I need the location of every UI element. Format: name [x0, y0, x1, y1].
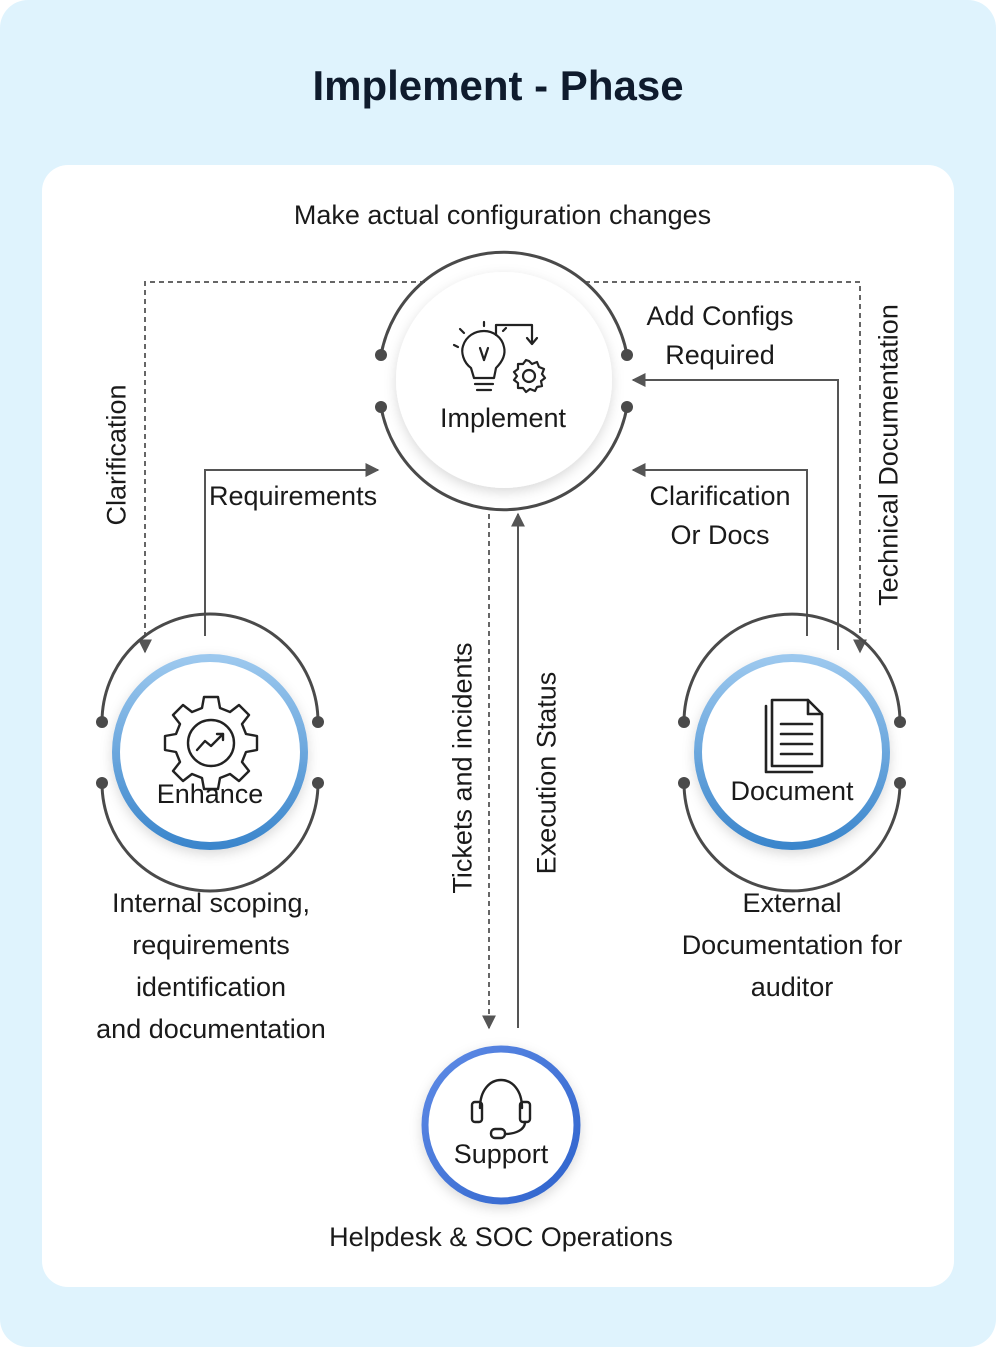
- enhance-label: Enhance: [156, 779, 264, 809]
- technical-documentation-label: Technical Documentation: [873, 304, 904, 606]
- document-description: External Documentation for auditor: [642, 882, 942, 1008]
- enhance-description-line: and documentation: [96, 1014, 326, 1044]
- support-label: Support: [453, 1139, 549, 1169]
- enhance-description: Internal scoping, requirements identific…: [60, 882, 362, 1050]
- tickets-label: Tickets and incidents: [447, 642, 478, 894]
- enhance-description-line: Internal scoping,: [111, 888, 311, 918]
- edge-requirements: [204, 463, 380, 636]
- document-icon: [764, 698, 824, 774]
- edge-clarification: [138, 281, 425, 654]
- add-configs-line-2: Required: [665, 340, 775, 371]
- enhance-description-line: identification: [135, 972, 287, 1002]
- document-description-line: Documentation for: [681, 930, 903, 960]
- clarification-label: Clarification: [101, 384, 132, 526]
- document-description-line: External: [742, 888, 842, 918]
- support-node: [421, 1045, 581, 1205]
- support-description: Helpdesk & SOC Operations: [329, 1222, 673, 1252]
- clarification-docs-line-1: Clarification: [649, 481, 791, 511]
- implement-label: Implement: [439, 403, 567, 433]
- enhance-node: [96, 612, 324, 893]
- add-configs-label: Add Configs Required: [625, 297, 815, 375]
- lightbulb-gear-icon: [452, 320, 547, 394]
- clarification-docs-line-2: Or Docs: [670, 520, 770, 551]
- edge-clarification-docs: [631, 463, 808, 636]
- implement-node: [375, 250, 633, 512]
- document-description-line: auditor: [750, 972, 834, 1002]
- edge-add-configs: [631, 373, 839, 650]
- top-caption: Make actual configuration changes: [293, 200, 712, 230]
- enhance-description-line: requirements: [132, 930, 290, 960]
- gear-trend-icon: [163, 695, 259, 791]
- document-label: Document: [730, 776, 854, 806]
- execution-status-label: Execution Status: [531, 671, 562, 875]
- document-node: [678, 612, 906, 893]
- headset-icon: [470, 1078, 532, 1140]
- add-configs-line-1: Add Configs: [646, 301, 794, 331]
- page-title: Implement - Phase: [312, 62, 684, 109]
- edge-technical-documentation: [585, 281, 867, 654]
- clarification-docs-label: Clarification Or Docs: [625, 477, 815, 555]
- requirements-label: Requirements: [209, 481, 378, 511]
